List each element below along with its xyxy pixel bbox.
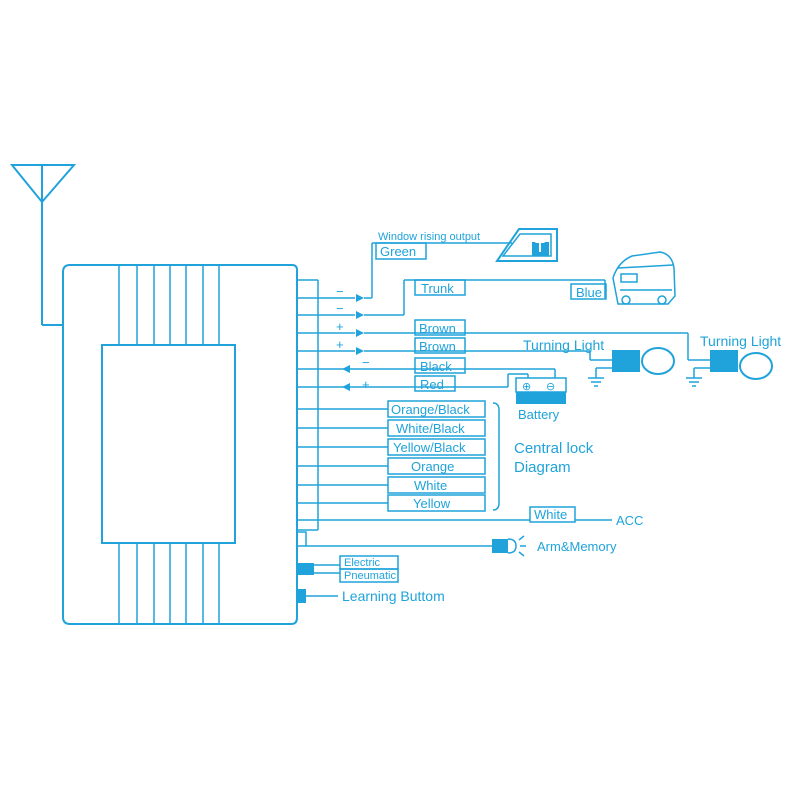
wire-label-blue: Blue <box>576 285 602 300</box>
control-unit <box>62 264 319 625</box>
arm-memory: Arm&Memory <box>297 531 617 557</box>
led-icon <box>518 535 526 557</box>
sign-plus-1: + <box>336 319 344 334</box>
wire-label-brown-2: Brown <box>419 339 456 354</box>
battery-plus-sign: ⊕ <box>522 381 531 393</box>
window-up-icon <box>495 228 558 262</box>
turning-light-2: Turning Light <box>686 333 781 387</box>
turning-light-2-label: Turning Light <box>700 333 781 349</box>
wire-label-red: Red <box>420 377 444 392</box>
central-lock-wires: Orange/Black White/Black Yellow/Black Or… <box>387 400 594 512</box>
battery-label: Battery <box>518 407 560 422</box>
central-lock-subtitle: Diagram <box>514 459 571 476</box>
trunk-wire: Trunk Blue <box>364 279 607 316</box>
sign-plus-3: + <box>362 377 370 392</box>
sign-minus-2: − <box>336 301 344 316</box>
window-output: Window rising output Green <box>364 228 558 299</box>
arm-memory-label: Arm&Memory <box>537 539 617 554</box>
wire-label-trunk: Trunk <box>421 281 454 296</box>
car-rear-icon <box>612 251 676 305</box>
power-wires: Black Red <box>350 357 556 392</box>
wire-label-yellow-black: Yellow/Black <box>393 440 466 455</box>
sign-minus-1: − <box>336 284 344 299</box>
unit-ribs-bottom <box>118 543 220 624</box>
battery-minus-sign: ⊖ <box>546 381 555 393</box>
wire-label-orange: Orange <box>411 459 454 474</box>
wire-label-brown-1: Brown <box>419 321 456 336</box>
turning-light-1: Turning Light <box>523 337 675 387</box>
window-output-label: Window rising output <box>378 231 480 243</box>
learning-button-label: Learning Buttom <box>342 588 445 604</box>
battery-icon: ⊕ ⊖ Battery <box>515 377 567 422</box>
wire-label-yellow: Yellow <box>413 496 451 511</box>
unit-ribs-top <box>118 265 220 345</box>
wire-label-orange-black: Orange/Black <box>391 402 470 417</box>
acc-label: ACC <box>616 513 643 528</box>
electric-pneumatic-switch: Electric Pneumatic <box>296 555 399 583</box>
central-lock-title: Central lock <box>514 440 594 457</box>
brown-wires: Brown Brown <box>364 319 710 361</box>
wire-label-white-black: White/Black <box>396 421 465 436</box>
wire-taps <box>297 297 530 521</box>
arrowheads <box>342 294 364 391</box>
turning-light-1-label: Turning Light <box>523 337 604 353</box>
acc-wire: White ACC <box>529 506 643 528</box>
pneumatic-label: Pneumatic <box>344 570 396 582</box>
wire-label-white-acc: White <box>534 507 567 522</box>
sign-minus-3: − <box>362 355 370 370</box>
wire-label-green: Green <box>380 244 416 259</box>
wire-label-white: White <box>414 478 447 493</box>
learning-button: Learning Buttom <box>296 588 445 604</box>
antenna-icon <box>9 164 77 326</box>
sign-plus-2: + <box>336 337 344 352</box>
wire-label-black: Black <box>420 359 452 374</box>
electric-label: Electric <box>344 557 381 569</box>
